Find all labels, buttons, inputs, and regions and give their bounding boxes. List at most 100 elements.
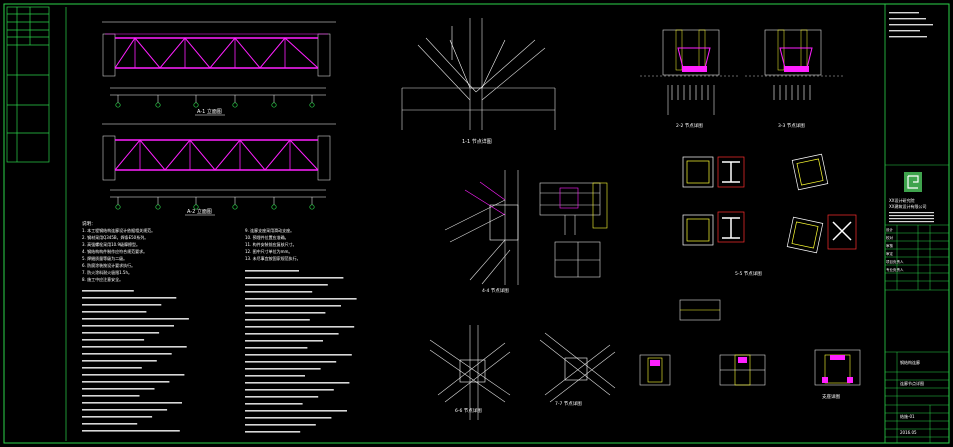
notes-column-2: 9. 连廊支座采用滑动支座。10. 预埋件位置应准确。11. 构件安装前应复核尺…: [245, 227, 301, 261]
note-text-line: [82, 374, 185, 376]
note-line: 7. 防火涂料耐火极限1.5h。: [82, 269, 132, 275]
drawing-name: 连廊节点详图: [900, 380, 924, 386]
note-text-line: [245, 277, 344, 279]
elevation-1-caption: A-1 立面图: [197, 108, 222, 115]
note-text-line: [245, 417, 332, 419]
title-block-text-line: [889, 36, 927, 38]
note-text-line: [82, 346, 187, 348]
detail-6-caption: 6-6 节点详图: [455, 407, 482, 414]
note-text-line: [245, 312, 326, 314]
company-name-line2: XX建筑设计有限公司: [889, 203, 926, 209]
section-details: [539, 182, 608, 278]
title-block-text-line: [889, 18, 926, 20]
detail-3-support-right: 3-3 节点详图: [745, 29, 845, 129]
note-line: 10. 预埋件位置应准确。: [245, 234, 289, 240]
detail-1-caption: 1-1 节点详图: [462, 138, 492, 145]
project-name: 钢结构连廊: [900, 359, 920, 365]
note-text-line: [245, 396, 319, 398]
title-block-row-label: 审核: [886, 243, 894, 248]
title-block-row-label: 审定: [886, 251, 894, 256]
note-text-line: [82, 318, 189, 320]
plan-details: 5-5 节点详图: [682, 153, 857, 277]
note-text-line: [245, 284, 328, 286]
note-text-line: [245, 361, 337, 363]
note-text-line: [245, 340, 323, 342]
title-block-text-line: [889, 12, 919, 14]
note-line: 2. 钢材采用Q345B，焊条E50系列。: [82, 234, 148, 240]
detail-4-column-joint: 4-4 节点详图: [444, 170, 519, 294]
notes-heading: 说明：: [82, 220, 96, 227]
note-text-line: [245, 403, 303, 405]
title-block-text-line: [889, 221, 934, 223]
note-line: 12. 图中尺寸单位为mm。: [245, 248, 292, 254]
note-text-line: [82, 388, 155, 390]
note-text-line: [82, 332, 160, 334]
elevation-2-caption: A-2 立面图: [187, 208, 212, 215]
detail-1-bracing-node: 1-1 节点详图: [401, 18, 556, 145]
note-text-line: [82, 360, 157, 362]
note-line: 6. 防腐涂装按设计要求执行。: [82, 262, 135, 268]
company-name-line1: XX设计研究院: [889, 197, 914, 203]
title-block-text-line: [889, 24, 933, 26]
note-line: 11. 构件安装前应复核尺寸。: [245, 241, 297, 247]
note-text-line: [82, 367, 142, 369]
note-text-line: [245, 410, 347, 412]
note-text-line: [245, 389, 334, 391]
note-text-line: [82, 311, 147, 313]
title-block-text-line: [889, 218, 934, 220]
note-text-line: [245, 382, 350, 384]
notes-column-1: 1. 本工程钢结构连廊设计依据相关规范。2. 钢材采用Q345B，焊条E50系列…: [82, 227, 155, 282]
note-text-line: [82, 430, 180, 432]
note-text-line: [82, 416, 153, 418]
note-line: 9. 连廊支座采用滑动支座。: [245, 227, 294, 233]
detail-8-support-plates: 支座详图: [639, 299, 861, 400]
detail-2-support-left: 2-2 节点详图: [640, 29, 740, 129]
detail-8-caption: 支座详图: [822, 393, 840, 400]
note-line: 1. 本工程钢结构连廊设计依据相关规范。: [82, 227, 155, 233]
title-block-row-label: 专业负责人: [886, 267, 904, 272]
note-text-line: [245, 424, 316, 426]
note-text-line: [82, 353, 172, 355]
note-text-line: [245, 298, 357, 300]
note-text-line: [245, 326, 355, 328]
detail-7-caption: 7-7 节点详图: [555, 400, 582, 407]
detail-4-caption: 4-4 节点详图: [482, 287, 509, 294]
note-text-line: [82, 325, 174, 327]
sheet-border: [3, 3, 950, 444]
note-text-line: [82, 290, 134, 292]
title-block-text-line: [889, 30, 920, 32]
note-text-line: [245, 431, 301, 433]
general-notes: 说明： 1. 本工程钢结构连廊设计依据相关规范。2. 钢材采用Q345B，焊条E…: [82, 220, 357, 433]
drawing-number: 结施-01: [900, 413, 915, 419]
note-text-line: [82, 395, 140, 397]
note-text-line: [82, 402, 182, 404]
detail-6-x-joint: 6-6 节点详图: [429, 325, 511, 420]
note-text-line: [82, 381, 170, 383]
note-text-line: [245, 347, 308, 349]
note-text-line: [245, 375, 305, 377]
note-line: 8. 施工中应注意安全。: [82, 276, 123, 282]
notes-text-lines: [82, 270, 357, 433]
drawing-date: 2016.05: [900, 430, 917, 435]
detail-5-caption: 5-5 节点详图: [735, 270, 762, 277]
note-text-line: [82, 423, 138, 425]
title-block-text-line: [889, 215, 934, 217]
note-text-line: [245, 291, 313, 293]
elevation-2: A-2 立面图: [102, 123, 336, 216]
note-line: 13. 未尽事宜按国家规范执行。: [245, 255, 301, 261]
note-text-line: [82, 304, 162, 306]
note-text-line: [82, 297, 177, 299]
note-text-line: [245, 319, 310, 321]
detail-3-caption: 3-3 节点详图: [778, 122, 805, 129]
elevation-1: A-1 立面图: [102, 21, 336, 116]
title-block-row-label: 项目负责人: [886, 259, 904, 264]
note-text-line: [82, 339, 145, 341]
left-index-table: [6, 6, 67, 441]
detail-7-x-joint: 7-7 节点详图: [539, 332, 616, 407]
note-text-line: [245, 354, 352, 356]
note-text-line: [245, 305, 341, 307]
detail-2-caption: 2-2 节点详图: [676, 122, 703, 129]
